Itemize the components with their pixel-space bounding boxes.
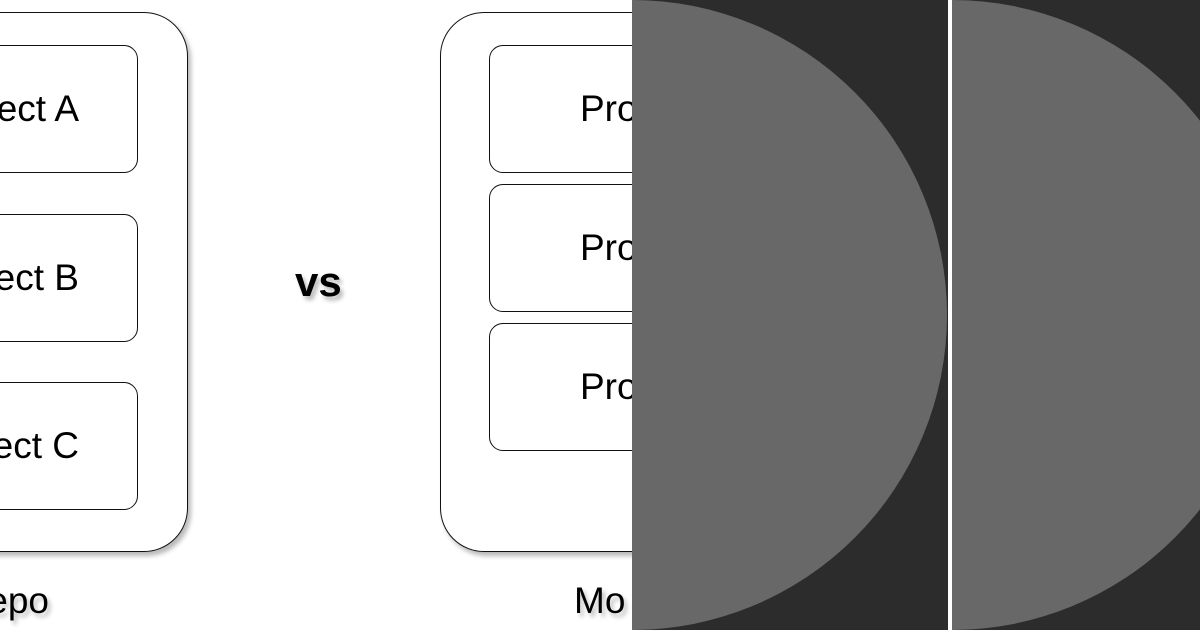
left-project-c-label: ect C bbox=[0, 425, 79, 466]
overlay-panel-right bbox=[952, 0, 1200, 630]
right-repo-caption: Mo bbox=[574, 580, 626, 621]
vs-label: vs bbox=[295, 258, 342, 305]
left-repo-caption: epo bbox=[0, 580, 49, 621]
left-project-b-label: ect B bbox=[0, 257, 79, 298]
half-circle-shape bbox=[952, 0, 1200, 630]
left-project-a-box: ect A bbox=[0, 45, 138, 173]
right-project-c-label: Pro bbox=[580, 366, 638, 407]
left-project-a-label: ect A bbox=[0, 88, 79, 129]
panel-divider bbox=[948, 0, 952, 630]
left-project-b-box: ect B bbox=[0, 214, 138, 342]
right-project-a-label: Pro bbox=[580, 88, 638, 129]
overlay-panel-left bbox=[632, 0, 948, 630]
right-project-b-label: Pro bbox=[580, 227, 638, 268]
half-circle-shape bbox=[632, 0, 947, 630]
left-project-c-box: ect C bbox=[0, 382, 138, 510]
